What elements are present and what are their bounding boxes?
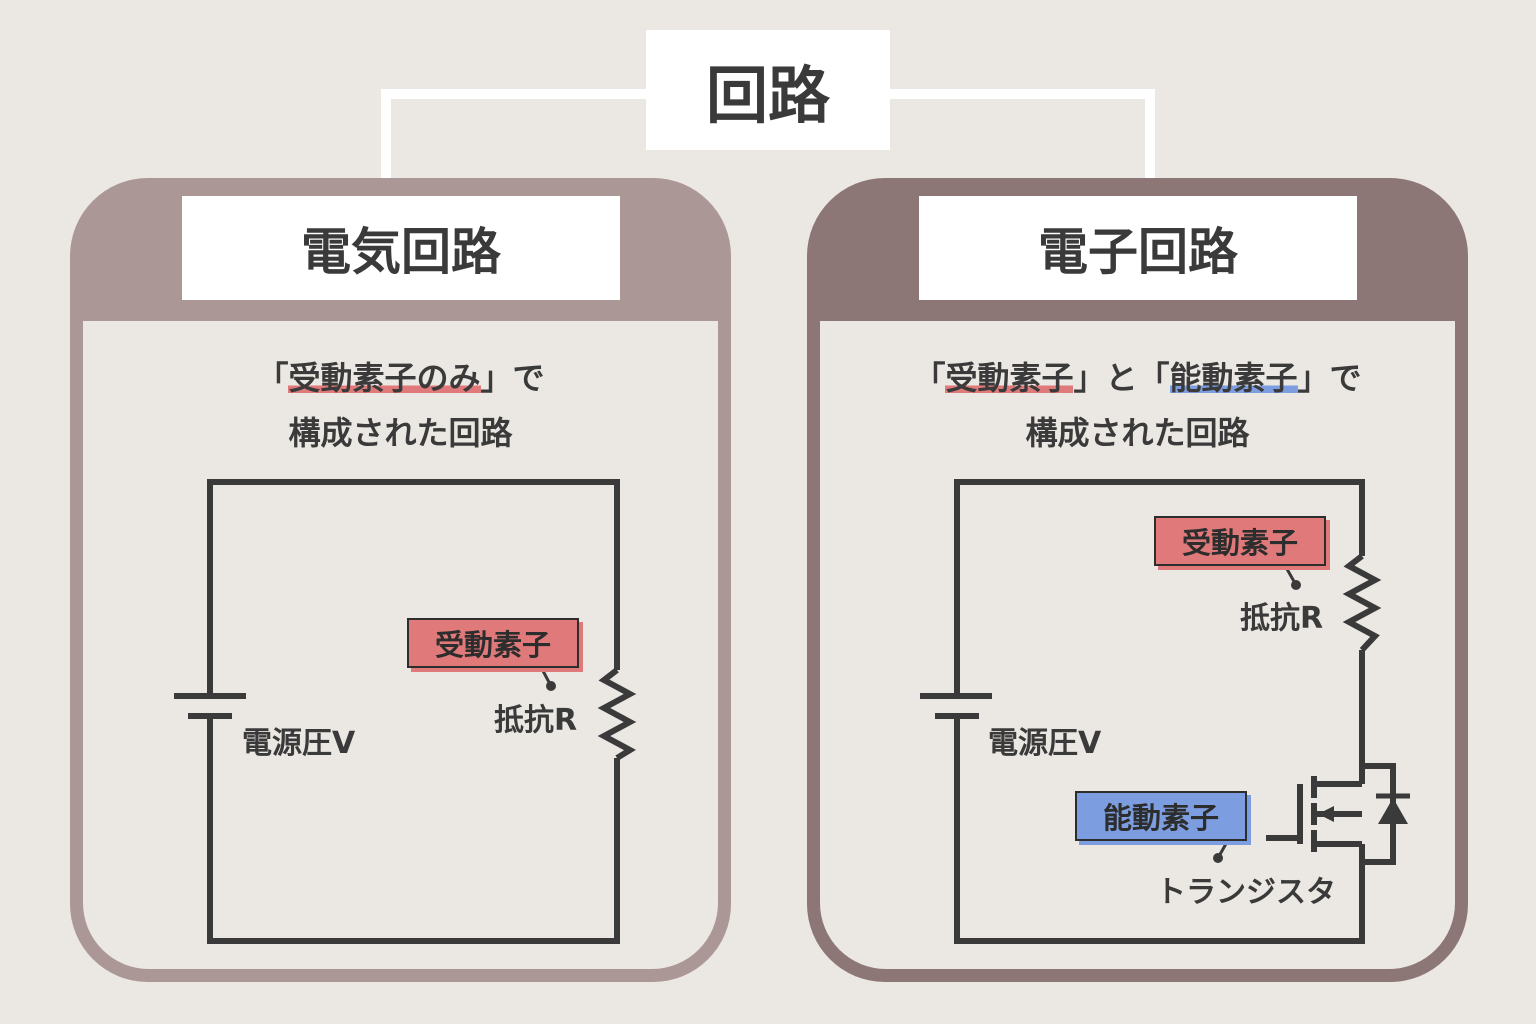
left-voltage-label: 電源圧V — [242, 726, 356, 761]
diode-icon — [1378, 798, 1408, 824]
passive-only-highlight: 受動素子のみ — [288, 359, 481, 397]
right-resistor-label: 抵抗R — [1240, 601, 1324, 636]
electric-circuit-body — [83, 321, 718, 969]
right-resistor-icon — [1342, 553, 1382, 653]
electric-circuit-desc-line2: 構成された回路 — [288, 414, 513, 452]
left-resistor-icon — [597, 667, 637, 761]
root-title: 回路 — [646, 30, 890, 150]
left-circuit-wire — [207, 479, 620, 944]
transistor-label: トランジスタ — [1156, 875, 1336, 910]
active-element-tag: 能動素子 — [1075, 791, 1247, 841]
electronic-circuit-desc-line2: 構成された回路 — [1025, 414, 1250, 452]
active-highlight: 能動素子 — [1169, 359, 1298, 397]
electric-circuit-panel: 電気回路 — [70, 178, 731, 982]
left-resistor-label: 抵抗R — [494, 703, 578, 738]
transistor-arrow-icon — [1318, 806, 1334, 822]
electric-circuit-desc-line1: 「受動素子のみ」で — [256, 359, 545, 397]
right-passive-element-tag: 受動素子 — [1154, 516, 1326, 566]
right-battery-icon — [920, 693, 992, 719]
left-passive-element-tag: 受動素子 — [407, 618, 579, 668]
electronic-circuit-body — [820, 321, 1455, 969]
electronic-circuit-panel: 電子回路 — [807, 178, 1468, 982]
electronic-circuit-title: 電子回路 — [919, 196, 1357, 300]
passive-highlight: 受動素子 — [945, 359, 1074, 397]
electric-circuit-title: 電気回路 — [182, 196, 620, 300]
electronic-circuit-desc-line1: 「受動素子」と「能動素子」で — [913, 359, 1362, 397]
right-voltage-label: 電源圧V — [988, 726, 1102, 761]
right-circuit-wire — [954, 479, 1365, 944]
left-battery-icon — [174, 693, 246, 719]
